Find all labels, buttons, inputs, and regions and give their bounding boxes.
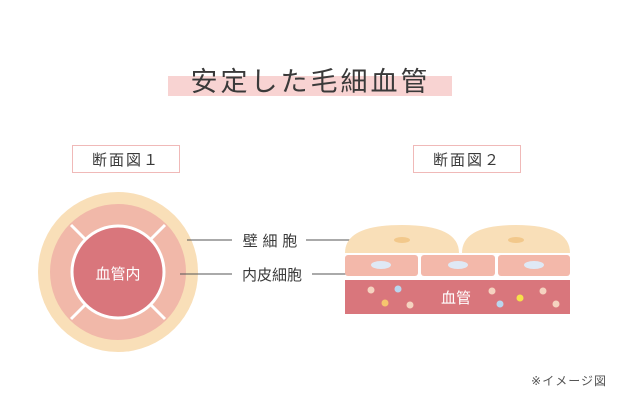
blood-cell-dot xyxy=(394,285,402,293)
cross-section-2: 血管 xyxy=(345,225,570,314)
lumen-label: 血管内 xyxy=(95,265,140,283)
cross-section-1: 血管内 xyxy=(38,192,198,352)
blood-cell-dot xyxy=(539,287,547,295)
endothelial-nucleus xyxy=(448,261,468,269)
segment-divider xyxy=(148,302,167,321)
wall-cell-label: 壁 細 胞 xyxy=(243,232,298,250)
blood-cell-dot xyxy=(488,287,496,295)
segment-divider xyxy=(148,223,167,242)
page-title: 安定した毛細血管 xyxy=(190,67,431,98)
segment-divider xyxy=(69,302,88,321)
section-label-1: 断面図１ xyxy=(72,145,180,173)
vessel-label: 血管 xyxy=(441,289,471,307)
blood-cell-dot xyxy=(496,300,504,308)
title-highlight xyxy=(168,76,452,96)
blood-cell-dot xyxy=(552,300,560,308)
segment-divider xyxy=(69,223,88,242)
endothelial-nucleus xyxy=(371,261,391,269)
vessel-band xyxy=(345,280,570,314)
vessel-lumen xyxy=(70,224,166,320)
image-note: ※イメージ図 xyxy=(531,374,607,388)
blood-cell-dot xyxy=(406,301,414,309)
wall-cell-nucleus xyxy=(508,237,524,243)
blood-cell-dot xyxy=(381,299,389,307)
title-area: 安定した毛細血管 xyxy=(0,58,621,104)
wall-cell-nucleus xyxy=(394,237,410,243)
blood-cell-dot xyxy=(367,286,375,294)
blood-cell-dot xyxy=(516,294,524,302)
endothelial-nucleus xyxy=(524,261,544,269)
section-label-2: 断面図２ xyxy=(413,145,521,173)
endothelial-cell-label: 内皮細胞 xyxy=(242,266,302,284)
